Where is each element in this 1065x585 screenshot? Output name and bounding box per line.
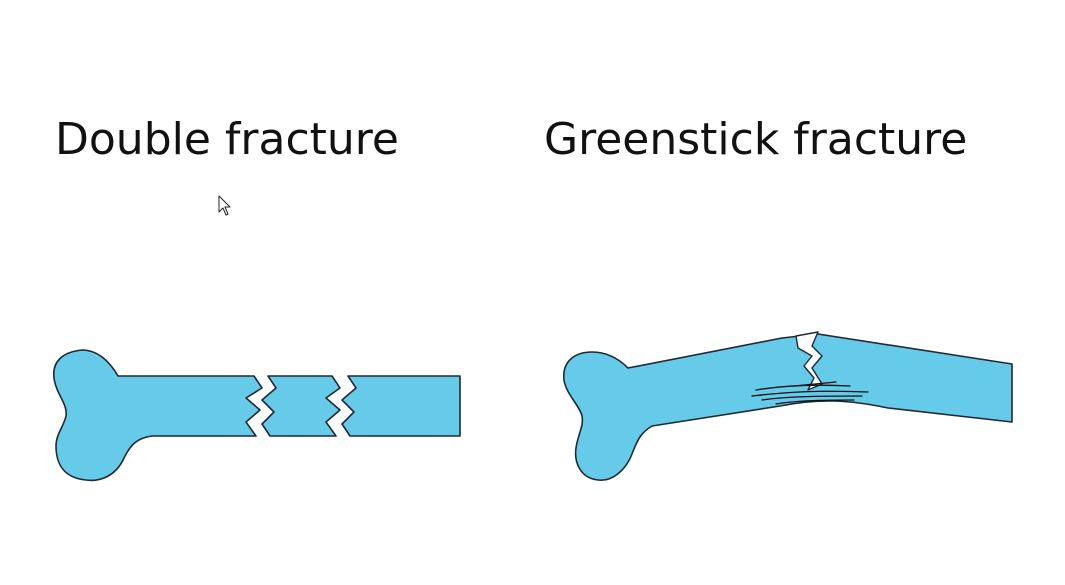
greenstick-crack [795,331,823,391]
bone-segment-middle [261,375,341,437]
bone-segment-distal [341,375,461,437]
mouse-pointer-icon [218,195,231,216]
double-fracture-title: Double fracture [55,114,399,165]
greenstick-fracture-title: Greenstick fracture [544,114,968,165]
bent-bone-shape [563,333,1013,481]
double-fracture-bone-icon [53,349,461,482]
splinter-lines [751,381,869,405]
greenstick-fracture-bone-icon [563,331,1013,481]
bone-segment-proximal [53,349,263,482]
